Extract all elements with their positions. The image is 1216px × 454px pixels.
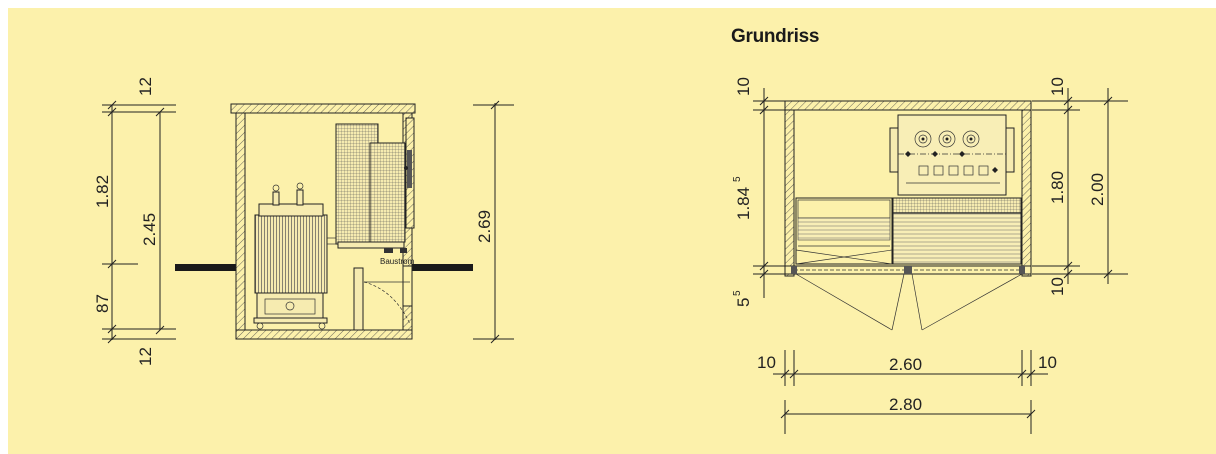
dim-12-bottom: 12 [136, 347, 155, 366]
dim-plan-right-10-bottom: 10 [1048, 277, 1067, 296]
dim-plan-right-10-top: 10 [1048, 77, 1067, 96]
dim-plan-55-sup: 5 [732, 290, 743, 296]
ground-line-left [175, 264, 237, 271]
switchgear-icon [335, 117, 415, 253]
dim-plan-180: 1.80 [1048, 171, 1067, 204]
plan-view: 10 1.84 5 5 5 10 1.80 10 [732, 77, 1128, 434]
dim-plan-bottom-10-left: 10 [757, 353, 776, 372]
dim-plan-184-sup: 5 [732, 176, 743, 182]
dim-chain-plan-left [753, 88, 786, 298]
dim-269: 2.69 [475, 210, 494, 243]
drawing-sheet: Grundriss [8, 8, 1216, 454]
door-swing-section [353, 267, 411, 331]
dim-chain-left-outer [102, 100, 176, 344]
dim-plan-200: 2.00 [1088, 173, 1107, 206]
dim-plan-10-top: 10 [734, 77, 753, 96]
dim-plan-280: 2.80 [889, 395, 922, 414]
dim-87: 87 [93, 294, 112, 313]
dim-12-top: 12 [136, 77, 155, 96]
plan-title: Grundriss [731, 26, 820, 47]
label-baustrom: Baustrom [380, 257, 415, 266]
dim-chain-plan-bottom [773, 350, 1048, 434]
switchgear-plan-icon [889, 114, 1015, 196]
dim-chain-right [473, 100, 514, 344]
dim-plan-184: 1.84 [734, 187, 753, 220]
station-shell-plan [784, 100, 1032, 277]
dim-plan-260: 2.60 [889, 355, 922, 374]
transformer-bay-plan [795, 197, 1022, 265]
dim-182: 1.82 [93, 175, 112, 208]
dim-245: 2.45 [140, 213, 159, 246]
dim-chain-plan-right [1032, 88, 1128, 284]
dim-plan-55: 5 [734, 298, 753, 307]
dim-plan-bottom-10-right: 10 [1038, 353, 1057, 372]
ground-line-right [411, 264, 473, 271]
transformer-icon [253, 182, 339, 330]
technical-drawing: Baustrom 12 1.82 87 12 [93, 77, 1128, 434]
dim-chain-left-inner [155, 107, 165, 335]
section-view: Baustrom 12 1.82 87 12 [93, 77, 514, 366]
door-leaves-plan [795, 273, 1023, 331]
